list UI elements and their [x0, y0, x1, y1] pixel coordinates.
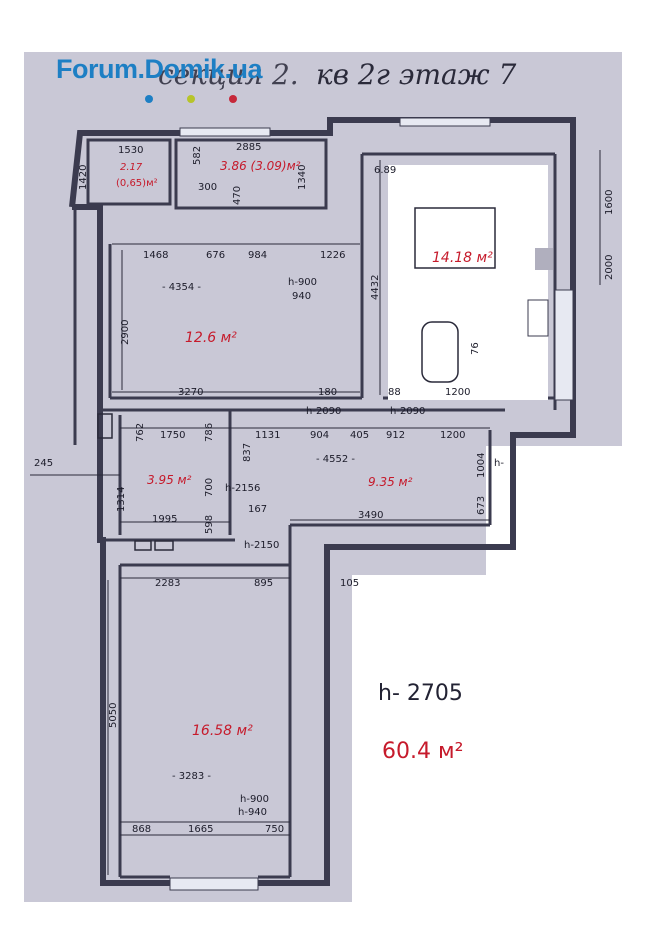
- h-2156: h-2156: [225, 483, 260, 494]
- dim-1995: 1995: [152, 514, 177, 525]
- area-pantry-note: (0,65)м²: [116, 178, 158, 189]
- dim-2000: 2000: [604, 255, 615, 280]
- dim-673: 673: [476, 496, 487, 515]
- dim-405: 405: [350, 430, 369, 441]
- dim-1200-hall: 1200: [440, 430, 465, 441]
- h-hall: h-: [494, 458, 504, 469]
- dim-3270: 3270: [178, 387, 203, 398]
- dim-4354: - 4354 -: [162, 282, 201, 293]
- dim-912: 912: [386, 430, 405, 441]
- dim-2283: 2283: [155, 578, 180, 589]
- dim-1314: 1314: [116, 487, 127, 512]
- area-living: 12.6 м²: [185, 330, 237, 346]
- inner-walls: [86, 138, 557, 879]
- dim-1131: 1131: [255, 430, 280, 441]
- dim-1200-kitchen: 1200: [445, 387, 470, 398]
- dim-105: 105: [340, 578, 359, 589]
- area-hall: 9.35 м²: [368, 475, 413, 489]
- dim-762: 762: [135, 423, 146, 442]
- dim-3490: 3490: [358, 510, 383, 521]
- dim-689: 6.89: [374, 165, 396, 176]
- dim-700: 700: [204, 478, 215, 497]
- dim-4552: - 4552 -: [316, 454, 355, 465]
- dim-984: 984: [248, 250, 267, 261]
- dim-1340: 1340: [297, 165, 308, 190]
- dim-180: 180: [318, 387, 337, 398]
- section-title: секция 2.: [158, 58, 299, 91]
- dim-1600: 1600: [604, 190, 615, 215]
- dim-470: 470: [232, 186, 243, 205]
- apartment-floor-title: кв 2г этаж 7: [316, 58, 517, 91]
- dim-1665: 1665: [188, 824, 213, 835]
- h-2150: h-2150: [244, 540, 279, 551]
- forum-domik-logo[interactable]: Forum.Domik.ua: [56, 54, 263, 84]
- logo-dot-green: [187, 95, 195, 103]
- window-bedroom: [169, 877, 259, 891]
- paper-cutout: [486, 446, 626, 906]
- dim-1226: 1226: [320, 250, 345, 261]
- dim-3283: - 3283 -: [172, 771, 211, 782]
- windows: [169, 117, 491, 891]
- h-900-bedroom: h-900: [240, 794, 269, 805]
- dim-676: 676: [206, 250, 225, 261]
- dim-895: 895: [254, 578, 273, 589]
- dim-582: 582: [192, 146, 203, 165]
- dim-300: 300: [198, 182, 217, 193]
- area-pantry-small: 2.17: [120, 162, 143, 173]
- logo-dots: [145, 90, 271, 108]
- bathroom-fixtures: [97, 413, 174, 551]
- window-balcony: [179, 127, 271, 137]
- dim-2900: 2900: [120, 320, 131, 345]
- dim-1004: 1004: [476, 453, 487, 478]
- dimension-lines: [30, 150, 601, 875]
- window-kitchen: [399, 117, 491, 127]
- logo-dot-blue: [145, 95, 153, 103]
- dim-5050: 5050: [108, 703, 119, 728]
- h-2090-kitchen: h-2090: [390, 406, 425, 417]
- dim-904: 904: [310, 430, 329, 441]
- area-bedroom: 16.58 м²: [192, 723, 253, 739]
- dim-837: 837: [242, 443, 253, 462]
- dim-868: 868: [132, 824, 151, 835]
- area-kitchen: 14.18 м²: [432, 250, 493, 266]
- area-balcony: 3.86 (3.09)м²: [220, 159, 301, 173]
- dim-4432: 4432: [370, 275, 381, 300]
- dim-1530: 1530: [118, 145, 143, 156]
- logo-dot-red: [229, 95, 237, 103]
- dim-1750: 1750: [160, 430, 185, 441]
- h-940-bedroom: h-940: [238, 807, 267, 818]
- dim-598: 598: [204, 515, 215, 534]
- ceiling-height: h- 2705: [378, 681, 463, 706]
- paper-cutout: [352, 575, 492, 906]
- kitchen-whiteout: [388, 165, 574, 401]
- dim-76: 76: [470, 342, 481, 355]
- total-area: 60.4 м²: [382, 739, 463, 764]
- h-2090-living: h-2090: [306, 406, 341, 417]
- dim-2885: 2885: [236, 142, 261, 153]
- dim-786: 786: [204, 423, 215, 442]
- dim-88: 88: [388, 387, 401, 398]
- dim-245: 245: [34, 458, 53, 469]
- dim-1468: 1468: [143, 250, 168, 261]
- dim-750: 750: [265, 824, 284, 835]
- area-bathroom: 3.95 м²: [147, 473, 192, 487]
- h-900-living: h-900: [288, 277, 317, 288]
- dim-940-living: 940: [292, 291, 311, 302]
- dim-167: 167: [248, 504, 267, 515]
- dim-1420: 1420: [78, 165, 89, 190]
